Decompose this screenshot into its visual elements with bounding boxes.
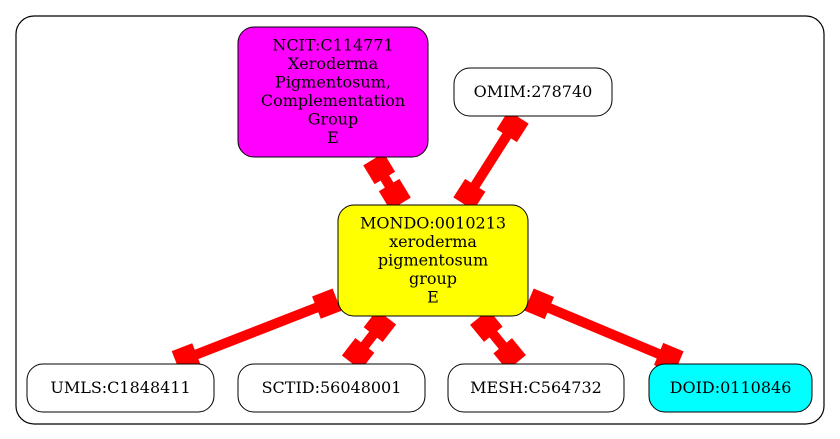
edge-end-tee	[493, 338, 526, 371]
node-doid[interactable]: DOID:0110846	[648, 363, 813, 413]
edge-center-to-umls	[171, 288, 342, 374]
edge-end-tee	[453, 178, 486, 211]
node-label-line: SCTID:56048001	[262, 378, 402, 397]
node-label-line: Pigmentosum,	[275, 73, 391, 92]
edge-center-to-doid	[524, 288, 684, 374]
node-label-line: NCIT:C114771	[272, 36, 393, 55]
nodes-layer: MONDO:0010213xerodermapigmentosumgroupEN…	[26, 26, 813, 413]
node-box	[237, 363, 426, 413]
node-label-line: xeroderma	[389, 232, 477, 251]
node-sctid[interactable]: SCTID:56048001	[237, 363, 426, 413]
node-label-line: E	[427, 287, 439, 306]
edge-start-tee	[496, 110, 529, 143]
node-label-line: group	[409, 269, 457, 288]
edge-start-tee	[470, 309, 503, 342]
node-label-line: UMLS:C1848411	[50, 378, 190, 397]
node-box	[337, 204, 529, 317]
node-box	[26, 363, 215, 413]
edge-center-to-mesh	[470, 309, 526, 371]
node-box	[237, 26, 429, 158]
node-label-line: Complementation	[261, 91, 405, 110]
node-box	[447, 363, 625, 413]
edge-end-tee	[341, 338, 375, 371]
edge-end-tee	[378, 178, 411, 211]
node-label-line: E	[327, 128, 339, 147]
edge-omim-to-center	[453, 110, 529, 211]
node-box	[648, 363, 813, 413]
node-label-line: pigmentosum	[378, 250, 488, 269]
edge-start-tee	[524, 288, 555, 320]
node-box	[453, 67, 613, 117]
node-label-line: OMIM:278740	[474, 82, 593, 101]
node-label-line: Xeroderma	[288, 54, 379, 73]
edge-center-to-sctid	[341, 309, 397, 371]
edge-line	[175, 295, 338, 367]
node-mesh[interactable]: MESH:C564732	[447, 363, 625, 413]
node-label-line: Group	[308, 110, 359, 129]
cluster-border	[15, 15, 825, 425]
node-ncit[interactable]: NCIT:C114771XerodermaPigmentosum,Complem…	[237, 26, 429, 158]
edge-start-tee	[312, 288, 342, 319]
node-label-line: MONDO:0010213	[360, 213, 506, 232]
edge-start-tee	[363, 309, 397, 342]
node-label-line: DOID:0110846	[670, 378, 792, 397]
node-omim[interactable]: OMIM:278740	[453, 67, 613, 117]
node-label-line: MESH:C564732	[470, 378, 602, 397]
edge-ncit-to-center	[363, 152, 411, 211]
edge-start-tee	[363, 152, 396, 185]
edge-line	[528, 295, 680, 367]
node-umls[interactable]: UMLS:C1848411	[26, 363, 215, 413]
